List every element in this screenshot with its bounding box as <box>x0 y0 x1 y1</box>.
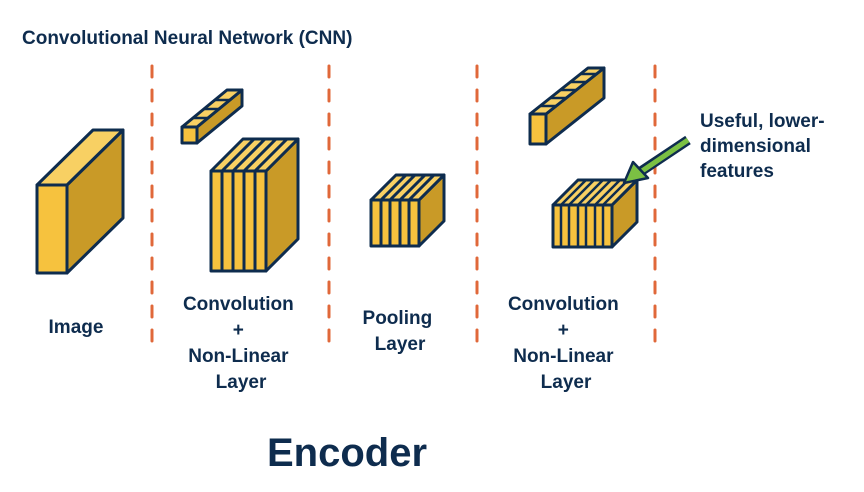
feature-annotation: Useful, lower- dimensional features <box>700 111 830 182</box>
encoder-label: Encoder <box>267 431 427 475</box>
diagram-title: Convolutional Neural Network (CNN) <box>22 28 352 49</box>
stage-dividers <box>150 64 657 352</box>
stage-label-conv2: Convolution + Non-Linear Layer <box>508 294 624 393</box>
conv2-feature-volume <box>551 178 639 249</box>
conv2-kernel-volume <box>528 66 606 146</box>
conv1-kernel-volume <box>180 88 244 145</box>
conv1-feature-volume <box>209 137 300 273</box>
pooling-volume <box>369 173 446 248</box>
stage-label-image: Image <box>49 317 104 338</box>
stage-label-pooling: Pooling Layer <box>363 308 438 355</box>
stage-label-conv1: Convolution + Non-Linear Layer <box>183 294 299 393</box>
image-volume <box>35 128 125 275</box>
feature-arrow <box>622 135 691 185</box>
